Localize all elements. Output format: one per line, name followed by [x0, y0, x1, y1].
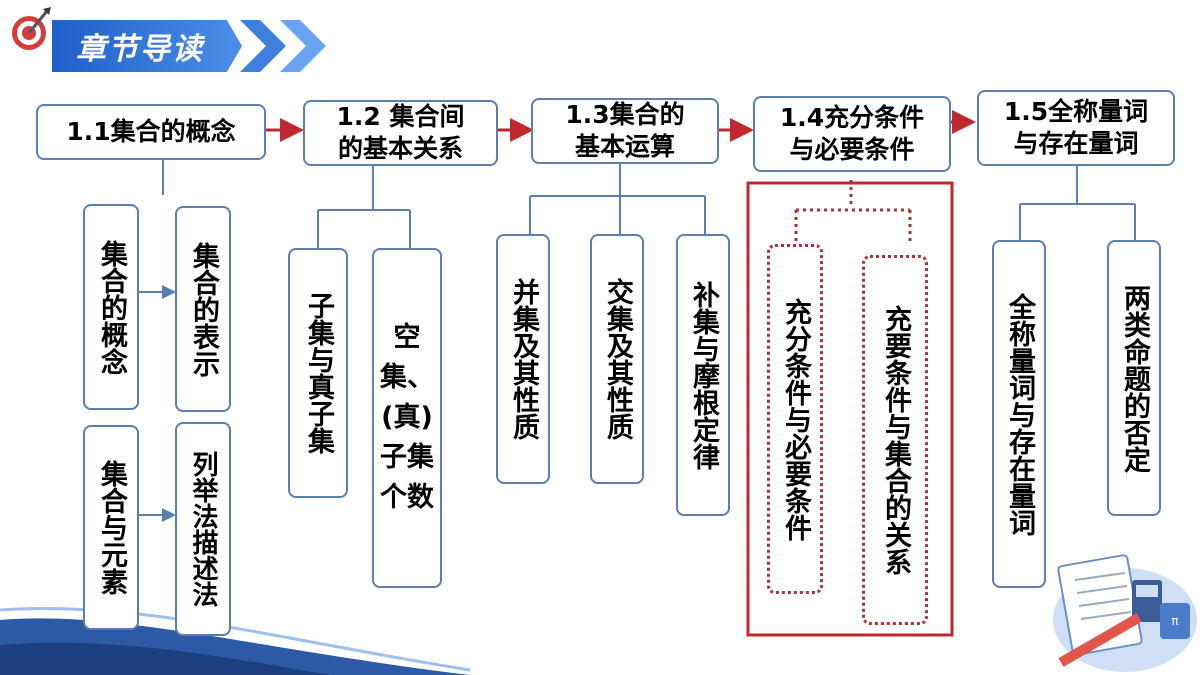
topic-label: 列举法描述法 — [188, 451, 218, 607]
topic-label: 充分条件与必要条件 — [780, 297, 811, 541]
section-1-4-box: 1.4充分条件与必要条件 — [753, 96, 951, 172]
topic-label: 补集与摩根定律 — [688, 280, 719, 470]
topic-set-representation: 集合的表示 — [175, 206, 231, 412]
topic-union: 并集及其性质 — [496, 234, 550, 484]
topic-intersection: 交集及其性质 — [590, 234, 644, 484]
topic-set-concept: 集合的概念 — [83, 204, 139, 410]
topic-label: 集合的表示 — [188, 241, 219, 377]
math-notebook-illustration: π — [1053, 554, 1197, 672]
topic-label: 空集、(真)子集个数 — [380, 322, 434, 513]
topic-quantifiers: 全称量词与存在量词 — [992, 240, 1046, 588]
section-1-5-box: 1.5全称量词与存在量词 — [977, 90, 1175, 166]
topic-label: 集合与元素 — [96, 460, 127, 595]
section-1-3-box: 1.3集合的基本运算 — [531, 98, 719, 164]
section-1-3-label: 1.3集合的基本运算 — [565, 100, 685, 161]
topic-negation: 两类命题的否定 — [1107, 240, 1161, 516]
topic-label: 子集与真子集 — [303, 292, 334, 454]
chevron-right-icon — [240, 20, 326, 72]
target-dart-icon — [12, 7, 51, 50]
section-1-4-label: 1.4充分条件与必要条件 — [779, 103, 925, 164]
topic-iff-set-relation: 充要条件与集合的关系 — [862, 255, 928, 625]
topic-complement: 补集与摩根定律 — [676, 234, 730, 516]
topic-sufficient-necessary: 充分条件与必要条件 — [767, 244, 823, 594]
topic-label: 交集及其性质 — [602, 278, 633, 440]
banner-title: 章节导读 — [76, 32, 204, 67]
section-banner: 章节导读 — [52, 20, 242, 72]
section-1-1-box: 1.1集合的概念 — [36, 104, 266, 160]
topic-subset: 子集与真子集 — [288, 248, 348, 498]
topic-list-method: 列举法描述法 — [175, 422, 231, 636]
svg-text:π: π — [1171, 614, 1178, 628]
section-1-5-label: 1.5全称量词与存在量词 — [1003, 97, 1149, 158]
topic-set-elements: 集合与元素 — [83, 425, 139, 630]
section-1-2-box: 1.2 集合间的基本关系 — [303, 100, 498, 166]
topic-label: 充要条件与集合的关系 — [880, 305, 911, 575]
topic-empty-set: 空集、(真)子集个数 — [372, 248, 442, 588]
section-1-1-label: 1.1集合的概念 — [66, 117, 236, 146]
topic-label: 两类命题的否定 — [1119, 283, 1150, 473]
topic-label: 全称量词与存在量词 — [1004, 292, 1035, 536]
topic-label: 集合的概念 — [96, 239, 127, 375]
topic-label: 并集及其性质 — [508, 278, 539, 440]
section-1-2-label: 1.2 集合间的基本关系 — [336, 102, 465, 163]
